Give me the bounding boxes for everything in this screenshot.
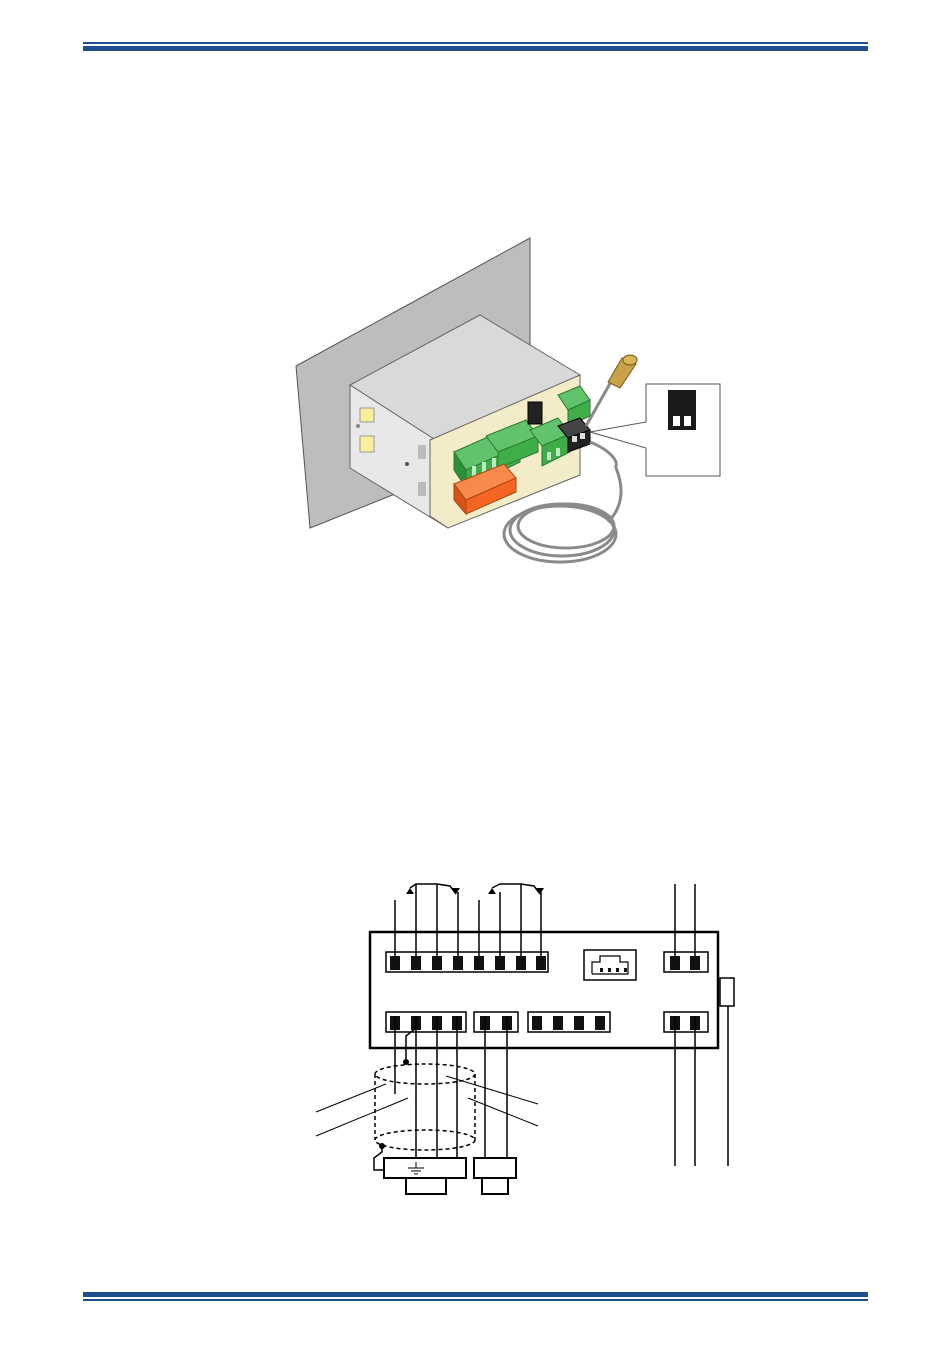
dip-switch-callout [590,384,720,476]
terminal-housing [370,932,718,1048]
sensor-right-probe [482,1178,508,1194]
screwdriver-icon [586,355,637,426]
sensor-left-body [384,1158,466,1178]
controller-rear-view-illustration [290,230,730,570]
side-tab [720,978,734,1006]
sensor-right-body [474,1158,516,1178]
sensor-left-probe [406,1178,446,1194]
wiring-diagram [300,870,760,1210]
header-rule [83,42,868,51]
footer-rule [83,1292,868,1301]
shielded-cable-icon [375,1064,475,1150]
